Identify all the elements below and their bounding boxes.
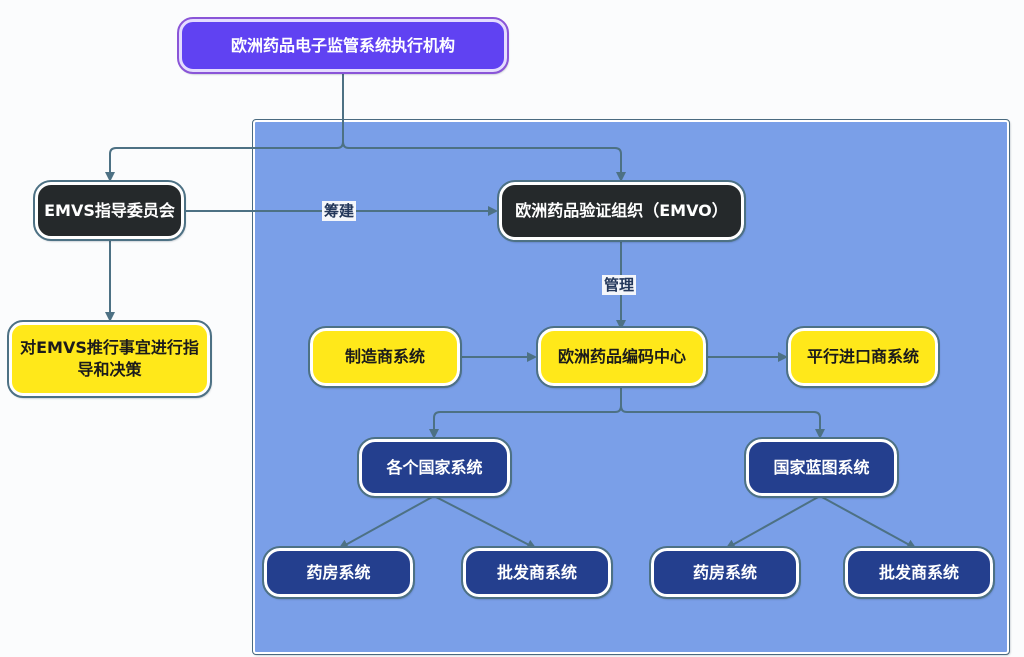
node-national-systems[interactable]: 各个国家系统	[357, 437, 512, 498]
node-wholesaler-system-1[interactable]: 批发商系统	[461, 546, 613, 599]
edge-label-establish: 筹建	[322, 201, 357, 221]
node-coding-hub[interactable]: 欧洲药品编码中心	[536, 326, 708, 388]
node-parallel-importer-system[interactable]: 平行进口商系统	[786, 326, 940, 388]
node-guidance[interactable]: 对EMVS推行事宜进行指导和决策	[7, 320, 212, 398]
node-pharmacy-system-2[interactable]: 药房系统	[649, 546, 801, 599]
node-national-blueprint-system[interactable]: 国家蓝图系统	[744, 437, 899, 498]
node-pharmacy-system-1[interactable]: 药房系统	[262, 546, 415, 599]
node-emvo[interactable]: 欧洲药品验证组织（EMVO）	[497, 180, 746, 242]
node-wholesaler-system-2[interactable]: 批发商系统	[843, 546, 995, 599]
node-manufacturer-system[interactable]: 制造商系统	[308, 326, 462, 388]
edge-label-manage: 管理	[602, 275, 637, 295]
node-emvs-steering-committee[interactable]: EMVS指导委员会	[33, 180, 186, 241]
node-executive-body[interactable]: 欧洲药品电子监管系统执行机构	[177, 17, 509, 74]
